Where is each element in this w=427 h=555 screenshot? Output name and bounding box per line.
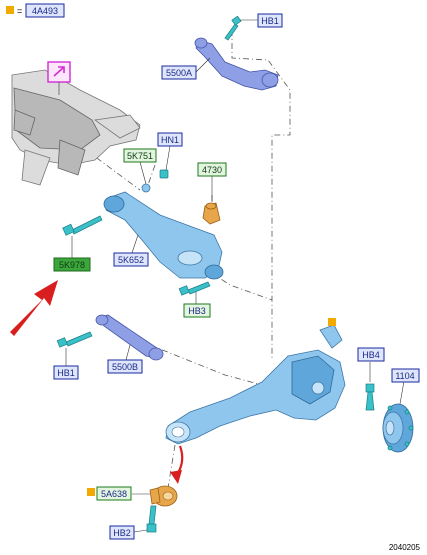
knuckle-trailing-arm [165, 324, 346, 445]
callout-5500a: 5500A [161, 65, 197, 80]
callout-hb1-left-text: HB1 [57, 368, 75, 378]
bolt-hb1-top [224, 15, 242, 41]
callout-4730: 4730 [197, 162, 227, 177]
callout-hb1-left: HB1 [53, 365, 79, 380]
lower-arm-5k652 [103, 191, 224, 280]
attention-arrow-small [170, 445, 184, 484]
bush-marker [87, 488, 95, 496]
callout-hb4: HB4 [357, 347, 385, 362]
callout-hb3-text: HB3 [188, 306, 206, 316]
bush-4730 [202, 202, 221, 225]
callout-5500b-text: 5500B [112, 362, 138, 372]
callout-5k751: 5K751 [123, 148, 157, 163]
callout-5k751-text: 5K751 [127, 151, 153, 161]
callout-5500a-text: 5500A [166, 68, 192, 78]
callout-1104-text: 1104 [395, 371, 414, 381]
bolt-5k978 [62, 215, 103, 236]
callout-hb1-top: HB1 [257, 13, 283, 28]
callout-hb4-text: HB4 [362, 350, 380, 360]
bolt-hb2 [146, 505, 157, 533]
callout-5a638-text: 5A638 [101, 489, 127, 499]
callout-5k652: 5K652 [113, 252, 149, 267]
stabilizer-link-5k751 [141, 169, 169, 193]
wheel-hub-1104 [382, 403, 414, 453]
callout-5k978-text: 5K978 [59, 260, 85, 270]
bush-5a638 [149, 485, 178, 507]
bolt-hb3 [178, 281, 211, 296]
legend: = 4A493 [6, 3, 65, 18]
callout-hn1: HN1 [157, 132, 183, 147]
legend-equals: = [17, 6, 22, 16]
callout-5k652-text: 5K652 [118, 255, 144, 265]
rear-subframe [11, 69, 141, 186]
knuckle-marker [328, 318, 336, 326]
callout-hb3: HB3 [183, 303, 211, 318]
view-reference-icon [47, 61, 71, 95]
callout-5k978: 5K978 [53, 257, 91, 272]
callout-hb2: HB2 [109, 525, 135, 540]
callout-hn1-text: HN1 [161, 135, 179, 145]
callout-hb2-text: HB2 [113, 528, 131, 538]
callout-4730-text: 4730 [202, 165, 222, 175]
attention-arrow-large [10, 280, 58, 336]
lower-arm-5500b [95, 314, 164, 361]
legend-swatch [6, 6, 14, 14]
callout-1104: 1104 [391, 368, 420, 383]
legend-code: 4A493 [32, 6, 58, 16]
bolt-hb1-left [56, 331, 93, 348]
diagram-reference-number: 2040205 [389, 543, 421, 552]
upper-arm-5500a [194, 37, 279, 91]
callout-5a638: 5A638 [96, 486, 132, 501]
callout-5500b: 5500B [107, 359, 143, 374]
callout-hb1-top-text: HB1 [261, 16, 279, 26]
leader-lines [65, 19, 405, 533]
bolt-hb4 [365, 383, 375, 411]
